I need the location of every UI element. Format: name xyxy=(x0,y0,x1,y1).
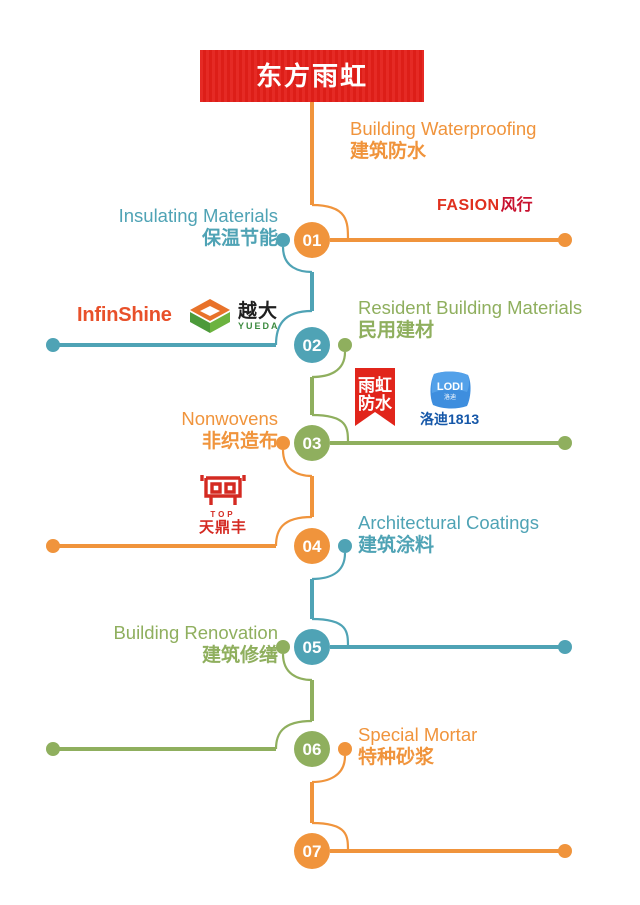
node-number: 02 xyxy=(302,335,322,355)
logo-lodi: LODI 洛迪 洛迪1813 xyxy=(420,370,479,426)
logo-infinshine-text: InfinShine xyxy=(77,304,172,326)
yuhong-ribbon-icon: 雨虹 防水 xyxy=(355,368,395,426)
yueda-diamond-icon xyxy=(190,299,230,333)
arc-01-left xyxy=(281,246,313,274)
title-banner: 东方雨虹 xyxy=(200,50,424,102)
tianding-cn: 天鼎丰 xyxy=(198,519,247,536)
label-zh: 建筑防水 xyxy=(350,141,427,163)
node-number: 06 xyxy=(302,739,322,759)
endpoint-dot-07-right xyxy=(558,844,572,858)
tianding-top: TOP xyxy=(210,510,236,519)
label-zh: 民用建材 xyxy=(358,320,435,342)
arc-06-left xyxy=(274,719,313,750)
node-number: 07 xyxy=(302,841,322,861)
label-building-renovation: Building Renovation 建筑修缮 xyxy=(113,622,278,667)
arc-02-left xyxy=(274,309,313,346)
endpoint-dot-05-left xyxy=(276,640,290,654)
label-special-mortar: Special Mortar 特种砂浆 xyxy=(358,724,477,769)
endpoint-dot-02-left xyxy=(46,338,60,352)
label-en: Building Renovation xyxy=(113,622,278,643)
endpoint-dot-04-left xyxy=(46,539,60,553)
logo-yuhong: 雨虹 防水 xyxy=(355,368,395,431)
arc-05-right xyxy=(311,617,350,648)
lodi-caption: 洛迪1813 xyxy=(420,411,480,427)
endpoint-dot-05-right xyxy=(558,640,572,654)
arc-03-right xyxy=(311,413,350,444)
node-05[interactable]: 05 xyxy=(294,629,330,665)
label-resident-building-materials: Resident Building Materials 民用建材 xyxy=(358,297,582,342)
logo-tianding: TOP 天鼎丰 xyxy=(198,470,248,535)
label-en: Architectural Coatings xyxy=(358,512,539,533)
arc-03-left xyxy=(281,449,313,478)
node-07[interactable]: 07 xyxy=(294,833,330,869)
label-en: Insulating Materials xyxy=(118,205,278,226)
arc-01-right xyxy=(311,203,350,241)
endpoint-dot-04-right xyxy=(338,539,352,553)
endpoint-dot-02-right xyxy=(338,338,352,352)
endpoint-dot-06-left xyxy=(46,742,60,756)
arc-06-right xyxy=(311,755,347,784)
endpoint-dot-03-right xyxy=(558,436,572,450)
arc-05-left xyxy=(281,653,313,682)
logo-fasion-cjk: 风行 xyxy=(500,197,533,214)
node-04[interactable]: 04 xyxy=(294,528,330,564)
label-zh: 非织造布 xyxy=(201,431,278,453)
label-building-waterproofing: Building Waterproofing 建筑防水 xyxy=(350,118,536,163)
endpoint-dot-01-left xyxy=(276,233,290,247)
label-zh: 建筑涂料 xyxy=(358,535,435,557)
node-06[interactable]: 06 xyxy=(294,731,330,767)
arc-07-right xyxy=(311,821,350,852)
label-en: Resident Building Materials xyxy=(358,297,583,318)
company-name: 东方雨虹 xyxy=(255,61,368,91)
arc-04-right xyxy=(311,552,347,581)
label-en: Special Mortar xyxy=(358,724,478,745)
label-en: Nonwovens xyxy=(181,408,278,429)
label-en: Building Waterproofing xyxy=(350,118,537,139)
logo-infinshine: InfinShine xyxy=(77,305,172,325)
yueda-en: YUEDA xyxy=(238,320,280,331)
svg-text:洛迪: 洛迪 xyxy=(444,393,456,401)
logo-fasion: FASION风行 xyxy=(437,198,533,214)
svg-text:防水: 防水 xyxy=(358,393,393,413)
arc-04-left xyxy=(274,515,313,547)
node-number: 04 xyxy=(302,536,322,556)
label-zh: 特种砂浆 xyxy=(358,747,435,769)
endpoint-dot-03-left xyxy=(276,436,290,450)
label-zh: 保温节能 xyxy=(201,228,278,250)
tianding-vessel-icon xyxy=(200,475,246,505)
yueda-wordmark: 越大 YUEDA xyxy=(238,302,280,331)
node-02[interactable]: 02 xyxy=(294,327,330,363)
endpoint-dot-01-right xyxy=(558,233,572,247)
logo-fasion-latin: FASION xyxy=(437,197,500,214)
svg-text:LODI: LODI xyxy=(436,381,462,393)
node-01[interactable]: 01 xyxy=(294,222,330,258)
yueda-cn: 越大 xyxy=(238,300,279,322)
logo-yueda: 越大 YUEDA xyxy=(188,297,280,335)
label-architectural-coatings: Architectural Coatings 建筑涂料 xyxy=(358,512,539,557)
node-number: 01 xyxy=(302,230,322,250)
label-nonwovens: Nonwovens 非织造布 xyxy=(181,408,278,453)
endpoint-dot-06-right xyxy=(338,742,352,756)
node-number: 03 xyxy=(302,433,322,453)
label-insulating-materials: Insulating Materials 保温节能 xyxy=(119,205,278,250)
label-zh: 建筑修缮 xyxy=(201,645,278,667)
lodi-mark-icon: LODI 洛迪 xyxy=(430,371,471,409)
node-03[interactable]: 03 xyxy=(294,425,330,461)
arc-02-right xyxy=(311,351,347,379)
svg-text:雨虹: 雨虹 xyxy=(358,376,392,395)
node-number: 05 xyxy=(302,637,322,657)
